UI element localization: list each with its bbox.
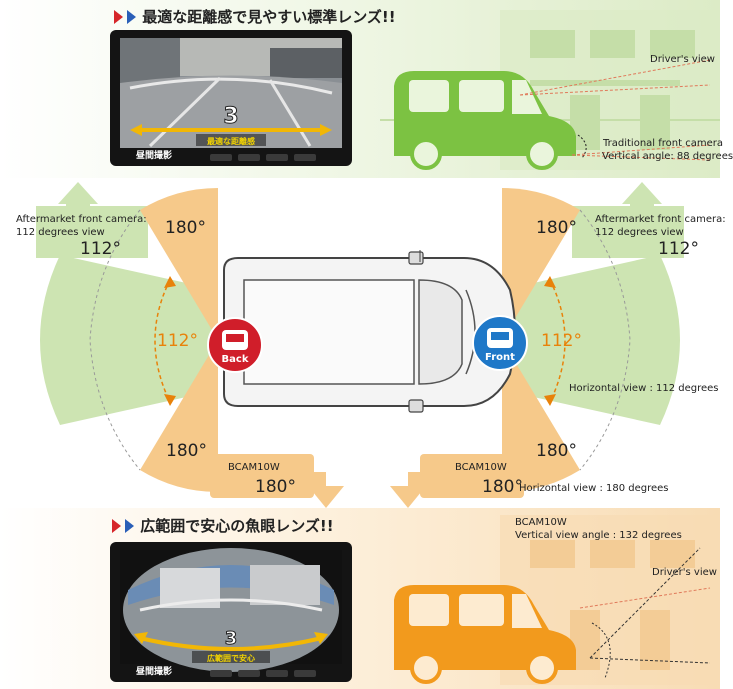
bottom-monitor-label: 昼間撮影: [136, 667, 173, 677]
bottom-screen-number: 3: [225, 628, 238, 649]
left-inner-112: 112°: [157, 331, 198, 351]
monitor-button: [266, 154, 288, 161]
monitor-button: [210, 154, 232, 161]
top-view-lines: [519, 59, 711, 161]
traditional-camera-label: Traditional front camera: [603, 138, 723, 149]
top-monitor-screen: 3 最適な距離感: [120, 38, 342, 148]
left-model-label: BCAM10W: [228, 462, 280, 473]
top-monitor: 3 最適な距離感 昼間撮影: [110, 30, 352, 166]
right-bottom-180: 180°: [536, 441, 577, 461]
top-monitor-bar: 昼間撮影: [110, 146, 352, 166]
left-bottom-180: 180°: [166, 441, 207, 461]
top-camera-view: 3 最適な距離感: [120, 38, 342, 148]
right-inner-112: 112°: [541, 331, 582, 351]
vertical-angle-label: Vertical angle: 88 degrees: [602, 151, 733, 162]
monitor-button: [294, 670, 316, 677]
right-112-box-label: 112°: [658, 239, 699, 259]
right-model-label: BCAM10W: [455, 462, 507, 473]
top-screen-caption: 最適な距離感: [207, 136, 255, 146]
right-camera-note: Aftermarket front camera: 112 degrees vi…: [595, 214, 726, 238]
left-112-box-label: 112°: [80, 239, 121, 259]
bottom-drivers-view: Driver's view: [652, 567, 717, 578]
back-label: Back: [222, 354, 249, 365]
car-top-view: [223, 250, 516, 413]
left-view-zone: [36, 182, 218, 492]
vertical-view-angle-label: Vertical view angle : 132 degrees: [515, 530, 682, 541]
blue-marker-icon: [125, 519, 134, 533]
bottom-heading: 広範囲で安心の魚眼レンズ!!: [112, 515, 334, 536]
bottom-screen-caption: 広範囲で安心: [207, 653, 255, 663]
monitor-button: [238, 154, 260, 161]
bottom-fisheye-view: 3 広範囲で安心: [120, 548, 342, 672]
front-camera-badge: Front: [472, 315, 528, 371]
red-marker-icon: [114, 10, 123, 24]
right-model-angle: 180°: [482, 477, 523, 497]
left-model-arrow: [210, 454, 344, 508]
front-label: Front: [485, 352, 515, 363]
bottom-background-houses: [500, 515, 720, 685]
red-marker-icon: [112, 519, 121, 533]
bottom-monitor: 3 広範囲で安心 昼間撮影: [110, 542, 352, 682]
orange-car-illustration: [394, 585, 576, 684]
monitor-button: [238, 670, 260, 677]
green-car-illustration: [394, 71, 576, 170]
top-drivers-view: Driver's view: [650, 54, 715, 65]
right-model-arrow: [390, 454, 524, 508]
right-top-180: 180°: [536, 218, 577, 238]
bottom-monitor-bar: 昼間撮影: [110, 662, 352, 682]
left-top-180: 180°: [165, 218, 206, 238]
monitor-button: [294, 154, 316, 161]
top-screen-number: 3: [223, 104, 238, 129]
top-monitor-label: 昼間撮影: [136, 151, 173, 161]
bottom-monitor-screen: 3 広範囲で安心: [120, 548, 342, 672]
horizontal-180-label: Horizontal view : 180 degrees: [519, 483, 669, 494]
horizontal-112-label: Horizontal view : 112 degrees: [569, 383, 719, 394]
monitor-button: [210, 670, 232, 677]
right-view-zone: [502, 182, 684, 492]
bottom-view-lines: [579, 547, 711, 679]
left-camera-note: Aftermarket front camera: 112 degrees vi…: [16, 214, 147, 238]
back-camera-badge: Back: [207, 317, 263, 373]
monitor-button: [266, 670, 288, 677]
left-model-angle: 180°: [255, 477, 296, 497]
blue-marker-icon: [127, 10, 136, 24]
bottom-model-label: BCAM10W: [515, 517, 567, 528]
top-heading: 最適な距離感で見やすい標準レンズ!!: [114, 6, 396, 27]
